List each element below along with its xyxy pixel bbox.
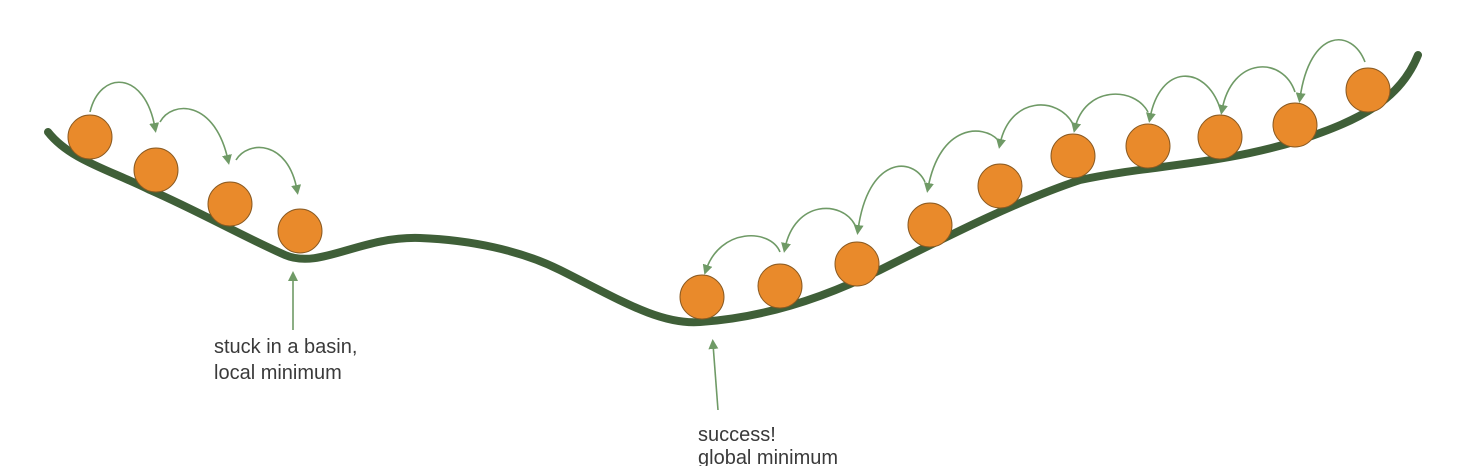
- curved-arrow-icon: [781, 207, 856, 253]
- curved-arrow-icon: [924, 130, 999, 193]
- ball-icon: [977, 163, 1023, 209]
- ball-icon: [1272, 102, 1318, 148]
- global-minimum-label-line2: global minimum: [698, 447, 838, 466]
- ball-icon: [1345, 67, 1391, 113]
- ball-icon: [757, 263, 803, 309]
- curved-arrow-icon: [1145, 75, 1221, 123]
- ball-icon: [277, 208, 323, 254]
- ball-icon: [1050, 133, 1096, 179]
- local-minimum-label-line1: stuck in a basin,: [214, 336, 357, 358]
- ball-icon: [679, 274, 725, 320]
- curved-arrow-icon: [159, 107, 232, 165]
- curved-arrow-icon: [702, 235, 781, 275]
- balls-left: [67, 114, 323, 254]
- curved-arrow-icon: [89, 81, 160, 133]
- local-minimum-label-line2: local minimum: [214, 362, 342, 384]
- balls-right: [679, 67, 1391, 320]
- ball-icon: [907, 202, 953, 248]
- ball-icon: [1197, 114, 1243, 160]
- ball-icon: [67, 114, 113, 160]
- curved-arrow-icon: [1217, 66, 1296, 115]
- ball-icon: [1125, 123, 1171, 169]
- hop-arrows-right: [702, 39, 1366, 275]
- ball-icon: [207, 181, 253, 227]
- curved-arrow-icon: [235, 146, 302, 195]
- hop-arrows-left: [89, 81, 302, 195]
- curved-arrow-icon: [1071, 93, 1149, 133]
- terrain-curve: [44, 51, 1422, 327]
- ball-icon: [834, 241, 880, 287]
- curved-arrow-icon: [996, 104, 1074, 149]
- curved-arrow-icon: [1295, 39, 1366, 103]
- global-minimum-label-line1: success!: [698, 424, 776, 446]
- curved-arrow-icon: [853, 165, 926, 235]
- pointer-arrows: [288, 271, 719, 411]
- up-arrow-icon: [708, 339, 719, 411]
- ball-icon: [133, 147, 179, 193]
